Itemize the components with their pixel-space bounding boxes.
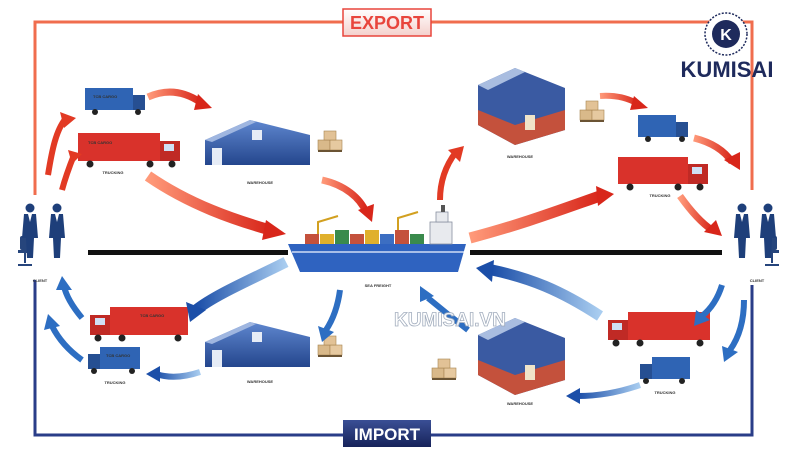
truck-blue-export-right — [638, 115, 688, 142]
red-arrow-icon — [596, 186, 614, 206]
person-icon — [49, 203, 65, 258]
truck-red-import-left: TCB CARGO — [90, 307, 188, 342]
truck-red-export-left: TCB CARGO TRUCKING — [78, 133, 180, 175]
red-arrow-icon — [693, 134, 735, 165]
svg-text:WAREHOUSE: WAREHOUSE — [507, 154, 534, 159]
blue-arrow-icon — [155, 369, 201, 380]
export-arrows — [45, 88, 740, 244]
truck-red-import-right — [608, 312, 710, 347]
blue-arrow-icon — [61, 285, 85, 320]
blue-arrow-icon — [426, 295, 470, 333]
svg-text:TRUCKING: TRUCKING — [102, 170, 123, 175]
person-icon — [734, 203, 750, 258]
red-arrow-icon — [677, 193, 715, 233]
logo-circle-icon — [712, 20, 740, 48]
blue-arrow-icon — [476, 260, 494, 282]
svg-text:TCB CARGO: TCB CARGO — [93, 94, 117, 99]
truck-blue-export-left: TCB CARGO — [85, 88, 145, 115]
blue-arrow-icon — [192, 257, 289, 315]
blue-arrow-icon — [727, 299, 747, 352]
import-arrows — [44, 257, 747, 404]
red-arrow-icon — [68, 150, 82, 164]
blue-arrow-icon — [566, 388, 580, 404]
svg-text:TCB CARGO: TCB CARGO — [106, 353, 130, 358]
export-badge: EXPORT — [342, 8, 432, 37]
brand-logo: K KUMISAI — [681, 12, 774, 82]
truck-blue-import-right: TRUCKING — [640, 357, 690, 395]
blue-arrow-icon — [490, 264, 603, 321]
red-arrow-icon — [468, 190, 602, 244]
blue-arrow-icon — [694, 310, 710, 326]
watermark: KUMISAI.VN — [394, 310, 506, 331]
svg-text:WAREHOUSE: WAREHOUSE — [507, 401, 534, 406]
svg-text:WAREHOUSE: WAREHOUSE — [247, 379, 274, 384]
sea-freight-label: SEA FREIGHT — [365, 283, 392, 288]
warehouse-export-right: WAREHOUSE — [478, 68, 605, 159]
export-frame — [33, 20, 754, 195]
red-arrow-icon — [146, 88, 202, 105]
brand-name: KUMISAI — [681, 57, 774, 82]
red-arrow-icon — [704, 220, 722, 236]
client-right-label: CLIENT — [750, 278, 765, 283]
blue-arrow-icon — [722, 346, 738, 362]
red-arrow-icon — [437, 150, 459, 201]
svg-text:TRUCKING: TRUCKING — [649, 193, 670, 198]
red-arrow-icon — [630, 96, 648, 110]
svg-text:TCB CARGO: TCB CARGO — [140, 313, 164, 318]
blue-arrow-icon — [44, 314, 60, 330]
export-label: EXPORT — [350, 13, 424, 33]
sea-line — [88, 250, 722, 255]
red-arrow-icon — [262, 220, 286, 240]
red-arrow-icon — [724, 152, 740, 170]
blue-arrow-icon — [323, 289, 343, 332]
red-arrow-icon — [45, 116, 69, 176]
import-label: IMPORT — [354, 425, 421, 444]
truck-red-export-right: TRUCKING — [618, 157, 708, 198]
client-right: CLIENT — [734, 203, 780, 283]
warehouse-export-left: WAREHOUSE — [205, 120, 343, 185]
red-arrow-icon — [60, 112, 76, 128]
logo-letter: K — [720, 27, 732, 44]
red-arrow-icon — [358, 204, 374, 222]
blue-arrow-icon — [186, 302, 206, 322]
blue-arrow-icon — [577, 382, 641, 399]
blue-arrow-icon — [700, 284, 725, 319]
truck-blue-import-left: TCB CARGO TRUCKING — [88, 347, 140, 385]
blue-arrow-icon — [56, 276, 72, 290]
blue-arrow-icon — [49, 324, 84, 363]
blue-arrow-icon — [420, 286, 434, 302]
cargo-ship-icon: SEA FREIGHT — [288, 205, 466, 288]
blue-arrow-icon — [146, 366, 160, 382]
warehouse-import-left: WAREHOUSE — [205, 322, 343, 384]
client-left-label: CLIENT — [33, 278, 48, 283]
red-arrow-icon — [448, 146, 464, 162]
red-arrow-icon — [194, 94, 212, 110]
warehouse-import-right: WAREHOUSE — [431, 318, 565, 406]
svg-text:TCB CARGO: TCB CARGO — [88, 140, 112, 145]
red-arrow-icon — [144, 171, 272, 236]
blue-arrow-icon — [318, 326, 334, 342]
import-frame — [33, 280, 754, 437]
red-arrow-icon — [321, 176, 370, 214]
import-badge: IMPORT — [343, 420, 431, 447]
svg-text:WAREHOUSE: WAREHOUSE — [247, 180, 274, 185]
svg-text:TRUCKING: TRUCKING — [104, 380, 125, 385]
client-left: CLIENT — [17, 203, 65, 283]
svg-text:TRUCKING: TRUCKING — [654, 390, 675, 395]
